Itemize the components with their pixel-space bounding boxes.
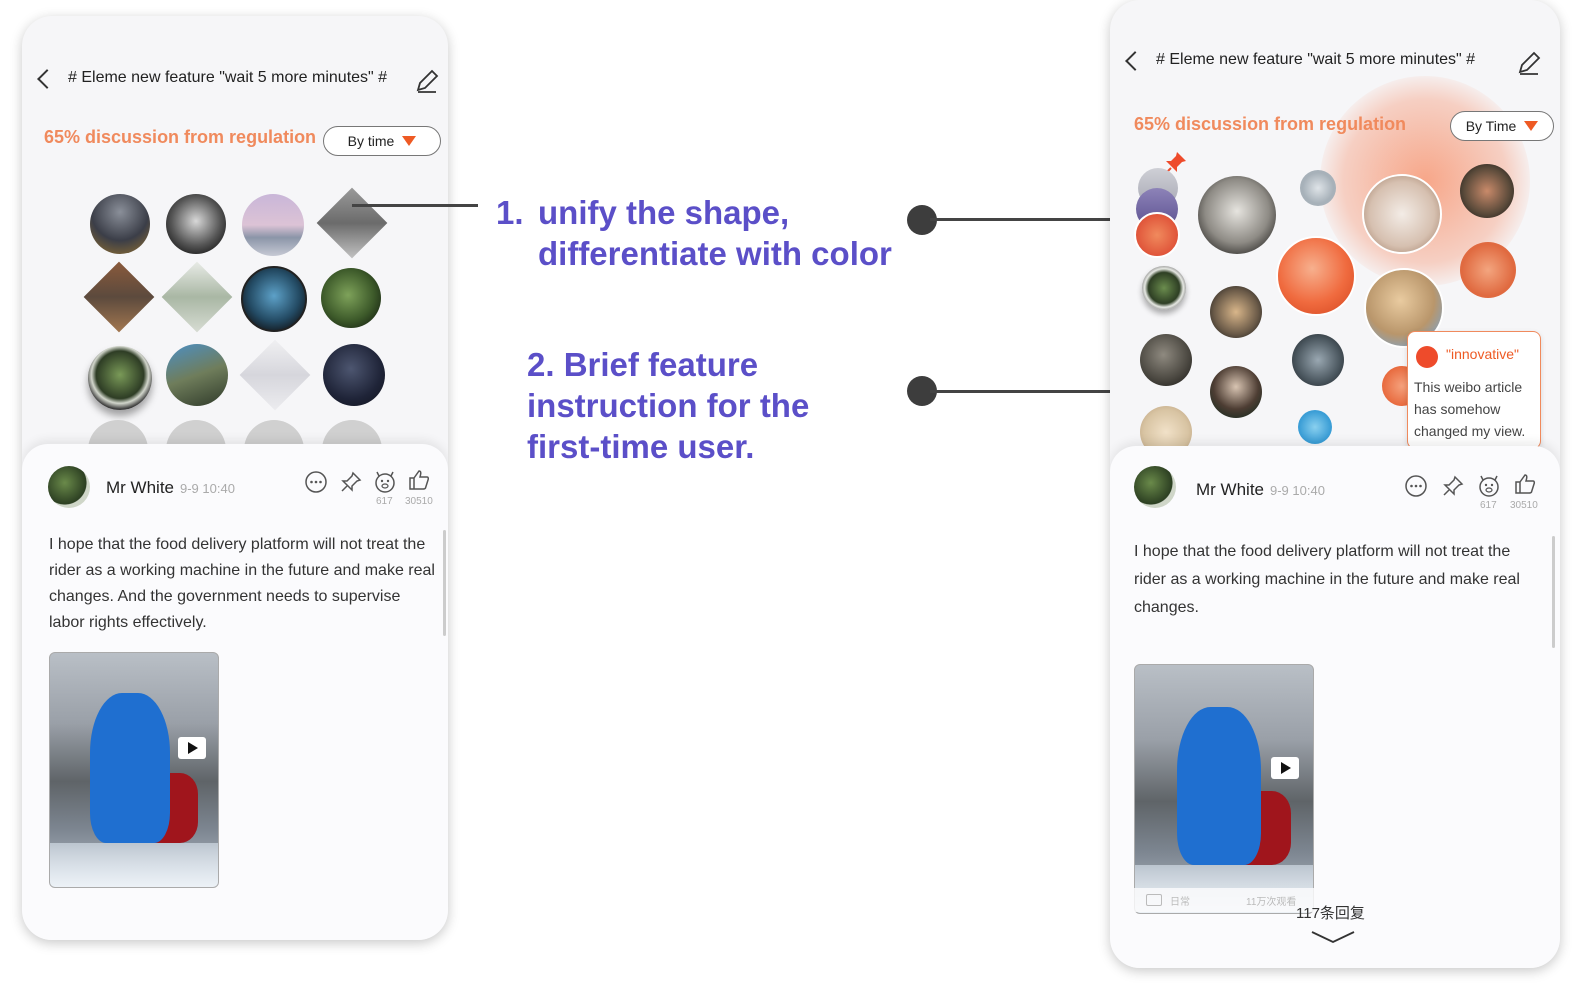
topic-thumbnail-selected[interactable] — [88, 346, 152, 410]
reaction-count: 617 — [1480, 500, 1497, 511]
rider-shape — [90, 693, 170, 843]
post-text: I hope that the food delivery platform w… — [49, 536, 435, 631]
annotation-2-line1: 2. Brief feature — [527, 346, 759, 383]
connector-line-1-left — [352, 204, 478, 207]
dropdown-arrow-icon — [1524, 121, 1539, 131]
topic-thumbnail[interactable] — [241, 266, 307, 332]
post-time: 9-9 10:40 — [180, 481, 235, 496]
replies-count[interactable]: 117条回复 — [1296, 905, 1365, 922]
discussion-stat: 65% discussion from regulation — [44, 127, 317, 147]
annotation-1-number: 1. — [496, 194, 524, 231]
bubble-thumbnail[interactable] — [1140, 334, 1192, 386]
topic-thumbnail[interactable] — [90, 194, 150, 254]
post-card: Mr White 9-9 10:40 617 30510 I hope that … — [22, 444, 448, 940]
reaction-count: 617 — [376, 496, 393, 507]
topic-thumbnail[interactable] — [316, 187, 388, 259]
video-caption-left: 日常 — [1170, 897, 1190, 908]
comment-icon[interactable] — [304, 470, 328, 494]
sort-label: By Time — [1465, 118, 1517, 134]
tooltip-title: "innovative" — [1446, 346, 1519, 362]
post-time: 9-9 10:40 — [1270, 483, 1325, 498]
bubble-thumbnail[interactable] — [1292, 334, 1344, 386]
annotation-1-line2: differentiate with color — [538, 235, 892, 272]
like-icon[interactable] — [1513, 472, 1537, 496]
scrollbar[interactable] — [1552, 536, 1555, 648]
avatar[interactable] — [1134, 466, 1176, 508]
topic-thumbnail[interactable] — [323, 344, 385, 406]
video-thumbnail[interactable] — [49, 652, 219, 888]
pin-icon[interactable] — [1441, 474, 1465, 498]
like-count: 30510 — [1510, 500, 1538, 511]
topic-title: # Eleme new feature "wait 5 more minutes… — [1156, 51, 1476, 68]
scrollbar[interactable] — [443, 530, 446, 636]
sort-dropdown[interactable]: By Time — [1450, 111, 1554, 141]
post-author: Mr White 9-9 10:40 — [1196, 480, 1325, 500]
bubble-thumbnail[interactable] — [1298, 410, 1332, 444]
bubble-thumbnail[interactable] — [1134, 212, 1180, 258]
water-splash-shape — [50, 843, 218, 887]
play-icon[interactable] — [1271, 757, 1299, 779]
post-card: Mr White 9-9 10:40 617 30510 I hope that … — [1110, 446, 1560, 968]
topic-thumbnail[interactable] — [166, 194, 226, 254]
topic-thumbnail[interactable] — [242, 194, 304, 256]
tooltip-body: This weibo article has somehow changed m… — [1414, 376, 1525, 442]
topic-thumbnail[interactable] — [321, 268, 381, 328]
topic-title: # Eleme new feature "wait 5 more minutes… — [68, 69, 388, 86]
like-icon[interactable] — [407, 468, 431, 492]
bubble-thumbnail-highlighted[interactable] — [1276, 236, 1356, 316]
avatar[interactable] — [48, 466, 90, 508]
tooltip-line: This weibo article — [1414, 379, 1523, 395]
edit-icon[interactable] — [1516, 50, 1542, 76]
topic-thumbnail[interactable] — [83, 261, 155, 333]
video-thumbnail[interactable] — [1134, 664, 1314, 914]
bubble-thumbnail[interactable] — [1142, 266, 1186, 310]
bubble-thumbnail[interactable] — [1460, 164, 1514, 218]
post-author: Mr White 9-9 10:40 — [106, 478, 235, 498]
phone-screen-after: # Eleme new feature "wait 5 more minutes… — [1110, 0, 1560, 968]
annotation-2-line2: instruction for the — [527, 387, 810, 424]
annotation-1-line1: unify the shape, — [538, 194, 790, 231]
tooltip-line: changed my view. — [1414, 423, 1526, 439]
rider-shape — [1177, 707, 1261, 865]
reaction-icon[interactable] — [1477, 474, 1501, 498]
post-text: I hope that the food delivery platform w… — [1134, 543, 1520, 616]
bubble-thumbnail[interactable] — [1210, 366, 1262, 418]
phone-screen-before: # Eleme new feature "wait 5 more minutes… — [22, 16, 448, 940]
annotation-2: 2. Brief feature instruction for the fir… — [527, 344, 907, 467]
reaction-icon[interactable] — [373, 470, 397, 494]
play-icon[interactable] — [178, 737, 206, 759]
edit-icon[interactable] — [414, 68, 440, 94]
back-icon[interactable] — [37, 69, 57, 89]
pin-icon[interactable] — [339, 470, 363, 494]
connector-line-1-right — [930, 218, 1142, 221]
like-count: 30510 — [405, 496, 433, 507]
annotation-2-line3: first-time user. — [527, 428, 755, 465]
discussion-stat: 65% discussion from regulation — [1134, 114, 1407, 134]
bubble-thumbnail[interactable] — [1198, 176, 1276, 254]
video-caption-bar: 日常 11万次观看 — [1134, 888, 1314, 912]
reaction-tooltip: "innovative" This weibo article has some… — [1407, 331, 1541, 449]
video-caption-right: 11万次观看 — [1246, 897, 1297, 908]
video-small-icon — [1146, 894, 1162, 906]
author-name[interactable]: Mr White — [106, 478, 174, 497]
bubble-thumbnail[interactable] — [1362, 174, 1442, 254]
bubble-thumbnail[interactable] — [1460, 242, 1516, 298]
dropdown-arrow-icon — [402, 136, 417, 146]
sort-label: By time — [347, 133, 395, 149]
comment-icon[interactable] — [1404, 474, 1428, 498]
back-icon[interactable] — [1125, 51, 1145, 71]
chevron-down-icon[interactable] — [1310, 930, 1356, 944]
author-name[interactable]: Mr White — [1196, 480, 1264, 499]
angry-face-icon — [1416, 346, 1438, 368]
topic-thumbnail[interactable] — [239, 339, 311, 411]
bubble-thumbnail[interactable] — [1210, 286, 1262, 338]
topic-thumbnail[interactable] — [161, 261, 233, 333]
topic-thumbnail[interactable] — [166, 344, 228, 406]
bubble-thumbnail[interactable] — [1300, 170, 1336, 206]
sort-dropdown[interactable]: By time — [323, 126, 441, 156]
tooltip-line: has somehow — [1414, 401, 1501, 417]
